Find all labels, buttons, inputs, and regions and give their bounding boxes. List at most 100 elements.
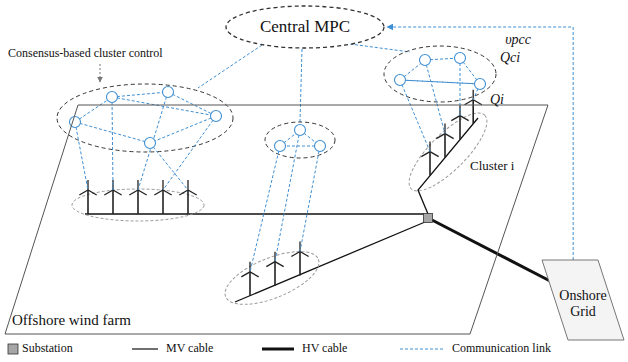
agent-node (315, 141, 326, 152)
agent-node (145, 138, 156, 149)
link-line (432, 220, 552, 282)
agent-node (420, 55, 431, 66)
turbine-blade (138, 190, 147, 195)
turbine-blade (445, 134, 454, 139)
legend-sample (262, 348, 294, 351)
turbine-tower (162, 190, 164, 214)
link-line (163, 116, 216, 190)
turbine-blade (187, 180, 188, 190)
link-line (198, 45, 262, 88)
turbine-blade (473, 100, 482, 105)
agent-node (211, 111, 222, 122)
turbine-blade (88, 190, 97, 195)
link-line (75, 97, 112, 122)
agent-node (295, 125, 306, 136)
cluster-label: Cluster i (470, 158, 514, 174)
agent-node (475, 79, 486, 90)
node-label: Offshore wind farm (12, 312, 131, 329)
link-line (150, 143, 188, 190)
link-line (350, 44, 410, 52)
link-line (460, 58, 461, 116)
agent-node (395, 75, 406, 86)
link-line (275, 130, 300, 262)
link-line (425, 60, 445, 134)
turbine-blade (291, 251, 300, 256)
link-line (75, 122, 88, 190)
wind-farm-area: Offshore wind farm (5, 105, 548, 334)
turbine-blade (104, 190, 113, 195)
link-line (112, 97, 113, 190)
turbine-blade (430, 152, 439, 157)
turbine-tower (187, 190, 189, 214)
legend-sample (132, 348, 158, 349)
link-line (168, 92, 216, 116)
link-line (400, 80, 430, 152)
link-line (150, 116, 216, 143)
link-line (85, 213, 424, 214)
agent-node (107, 92, 118, 103)
link-line (75, 122, 150, 143)
legend-text: MV cable (166, 341, 213, 356)
link-line (235, 222, 425, 302)
legend-text: Substation (22, 341, 73, 356)
turbine-blade (188, 190, 197, 195)
substation-symbol (424, 214, 433, 223)
link-line (112, 92, 168, 97)
turbine-blade (162, 180, 163, 190)
turbine-blade (129, 190, 138, 195)
pointer-arrow (100, 64, 101, 82)
turbine-blade (421, 152, 430, 157)
cluster-outline (384, 46, 496, 102)
cluster-outline (57, 84, 233, 152)
turbine-blade (444, 124, 445, 134)
turbine-tower (429, 152, 431, 176)
signal-name: Qi (490, 92, 504, 108)
turbine-blade (250, 272, 259, 277)
turbine-blade (154, 190, 163, 195)
feedback-link (387, 27, 573, 260)
turbine-blade (275, 262, 284, 267)
legend-text: Communication link (452, 341, 551, 356)
cluster-outline (218, 241, 326, 316)
mv-cable (418, 118, 478, 214)
signal-name: υpcc (503, 32, 533, 48)
turbine-blade (460, 116, 469, 121)
turbine-tower (459, 116, 461, 140)
link-line (250, 146, 280, 272)
link-line (400, 80, 480, 84)
link-line (112, 97, 216, 116)
link-line (300, 49, 302, 122)
node-outline (5, 105, 548, 334)
turbines (79, 90, 482, 296)
agent-node (275, 141, 286, 152)
annotation: Consensus-based cluster control (8, 46, 163, 61)
node-label: Onshore Grid (555, 288, 611, 320)
agent-node (163, 87, 174, 98)
turbine-tower (87, 190, 89, 214)
turbine-tower (472, 100, 474, 124)
legend-sample (400, 348, 444, 349)
legend-text: HV cable (302, 341, 347, 356)
cluster-outline (72, 189, 204, 221)
turbine-blade (113, 190, 122, 195)
turbine-blade (241, 272, 250, 277)
link-line (400, 80, 480, 84)
turbine-blade (451, 116, 460, 121)
legend-swatch (8, 344, 18, 354)
turbine-blade (179, 190, 188, 195)
turbine-tower (444, 134, 446, 158)
turbine-tower (137, 190, 139, 214)
grid-block: Onshore Grid (542, 260, 624, 340)
turbine-blade (266, 262, 275, 267)
controller-ellipse: Central MPC (225, 5, 385, 49)
cluster-outline (399, 103, 498, 202)
turbine-blade (465, 100, 474, 105)
turbine-tower (274, 262, 276, 286)
turbine-tower (299, 251, 301, 275)
turbine-blade (79, 190, 88, 195)
node-label: Central MPC (260, 17, 350, 37)
turbine-blade (300, 251, 309, 256)
turbine-tower (112, 190, 114, 214)
link-line (300, 146, 320, 251)
turbine-blade (436, 134, 445, 139)
